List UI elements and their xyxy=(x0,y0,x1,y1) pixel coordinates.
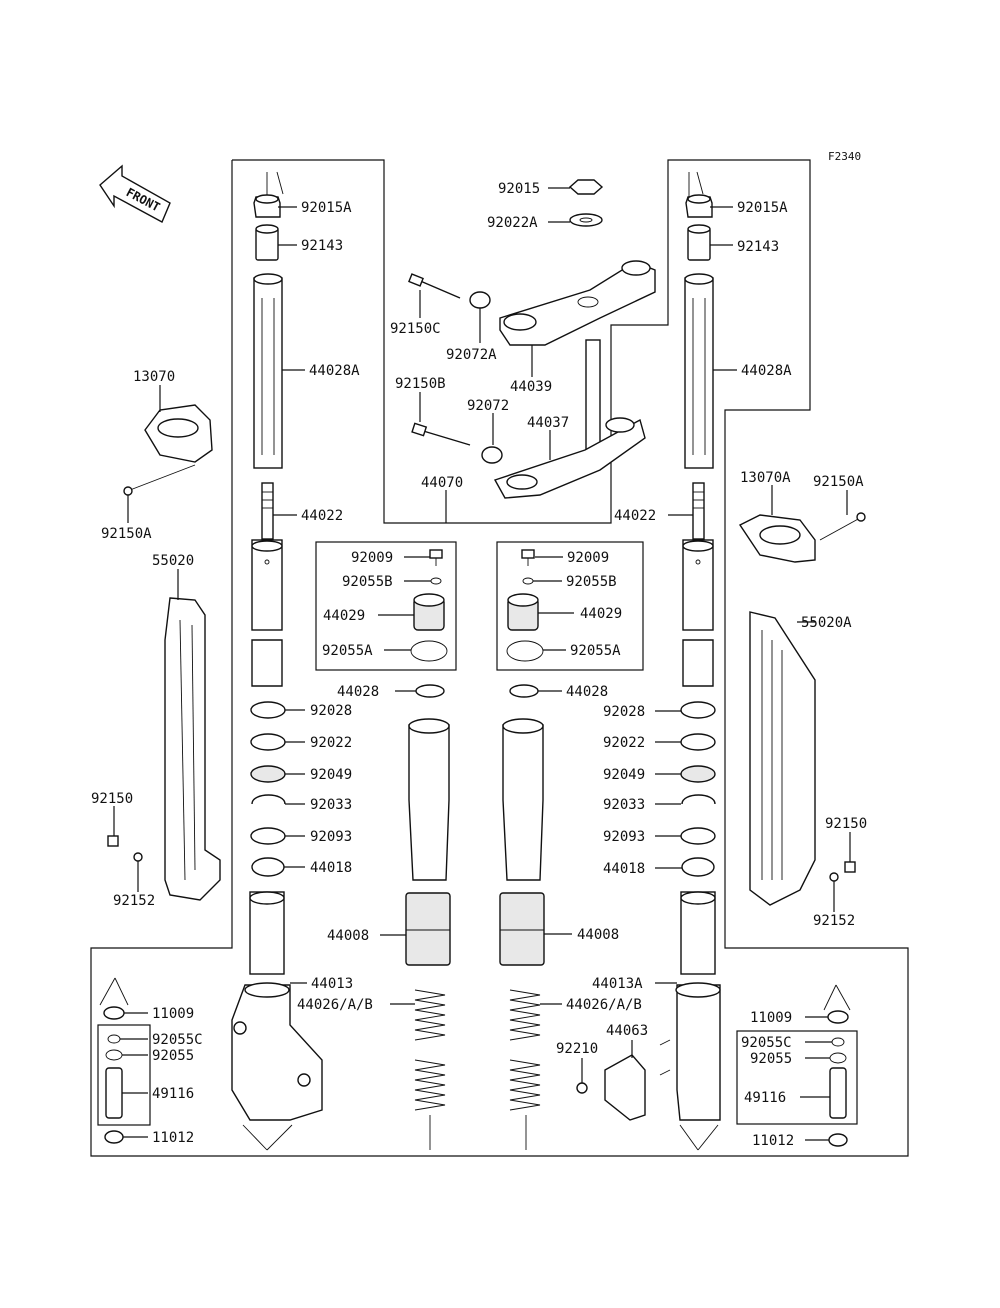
part-label: 44028A xyxy=(741,363,792,379)
part-label: 44018 xyxy=(310,860,352,876)
part-label: 92210 xyxy=(556,1041,598,1057)
part-label: 92150A xyxy=(101,526,152,542)
part-label: 92055C xyxy=(152,1032,203,1048)
small-bottom-parts xyxy=(99,977,851,1147)
part-label: 92033 xyxy=(310,797,352,813)
part-label: 11012 xyxy=(752,1133,794,1149)
part-label: 11009 xyxy=(750,1010,792,1026)
steering-stem-parts xyxy=(408,179,656,499)
part-label: 92009 xyxy=(351,550,393,566)
outer-tubes-springs xyxy=(405,684,545,1150)
part-label: 92055A xyxy=(322,643,373,659)
part-label: 44008 xyxy=(577,927,619,943)
part-label: 92015A xyxy=(301,200,352,216)
handlebar-clamps xyxy=(123,404,866,563)
part-label: 92055B xyxy=(566,574,617,590)
fork-guards xyxy=(107,597,856,906)
part-label: 92150 xyxy=(91,791,133,807)
part-label: 92150 xyxy=(825,816,867,832)
part-label: 92022 xyxy=(310,735,352,751)
grouping-frames xyxy=(90,159,909,1157)
part-label: 49116 xyxy=(744,1090,786,1106)
part-label: 44029 xyxy=(323,608,365,624)
part-label: 44026/A/B xyxy=(566,997,642,1013)
right-fork-parts xyxy=(675,171,721,1151)
part-label: 44028 xyxy=(566,684,608,700)
part-label: 44029 xyxy=(580,606,622,622)
part-label: 92055 xyxy=(152,1048,194,1064)
part-label: 92152 xyxy=(113,893,155,909)
part-label: 92015 xyxy=(498,181,540,197)
part-label: 44008 xyxy=(327,928,369,944)
part-label: 55020A xyxy=(801,615,852,631)
part-label: 92055A xyxy=(570,643,621,659)
part-label: 92009 xyxy=(567,550,609,566)
left-fork-parts xyxy=(231,171,323,1151)
part-label: 92093 xyxy=(603,829,645,845)
part-label: 44037 xyxy=(527,415,569,431)
part-label: 11009 xyxy=(152,1006,194,1022)
part-label: 44026/A/B xyxy=(297,997,373,1013)
part-label: 44039 xyxy=(510,379,552,395)
part-label: 92072 xyxy=(467,398,509,414)
part-label: 92028 xyxy=(310,703,352,719)
part-label: 44022 xyxy=(301,508,343,524)
part-label: 44022 xyxy=(614,508,656,524)
part-label: 44018 xyxy=(603,861,645,877)
part-label: 92150C xyxy=(390,321,441,337)
part-label: 13070A xyxy=(740,470,791,486)
figure-code: F2340 xyxy=(828,150,861,163)
part-label: 92033 xyxy=(603,797,645,813)
part-label: 92049 xyxy=(310,767,352,783)
part-label: 92150B xyxy=(395,376,446,392)
part-label: 92055 xyxy=(750,1051,792,1067)
part-label: 92028 xyxy=(603,704,645,720)
part-label: 44063 xyxy=(606,1023,648,1039)
part-label: 44013A xyxy=(592,976,643,992)
part-label: 13070 xyxy=(133,369,175,385)
part-label: 92150A xyxy=(813,474,864,490)
part-label: 92072A xyxy=(446,347,497,363)
part-label: 44028A xyxy=(309,363,360,379)
front-direction-arrow: FRONT xyxy=(99,164,171,223)
part-label: 92055C xyxy=(741,1035,792,1051)
part-label: 44013 xyxy=(311,976,353,992)
part-label: 55020 xyxy=(152,553,194,569)
part-label: 92093 xyxy=(310,829,352,845)
part-label: 92022A xyxy=(487,215,538,231)
part-label: 49116 xyxy=(152,1086,194,1102)
part-label: 92049 xyxy=(603,767,645,783)
part-label: 92152 xyxy=(813,913,855,929)
part-label: 44070 xyxy=(421,475,463,491)
part-label: 92015A xyxy=(737,200,788,216)
valve-assemblies xyxy=(410,549,544,662)
leader-lines xyxy=(113,187,851,1141)
part-label: 92143 xyxy=(737,239,779,255)
part-label: 92022 xyxy=(603,735,645,751)
part-label: 44028 xyxy=(337,684,379,700)
part-label: 92055B xyxy=(342,574,393,590)
part-label: 92143 xyxy=(301,238,343,254)
part-label: 11012 xyxy=(152,1130,194,1146)
part-number-labels: F2340 92015A 92143 44028A 13070 92150A 4… xyxy=(91,150,867,1149)
